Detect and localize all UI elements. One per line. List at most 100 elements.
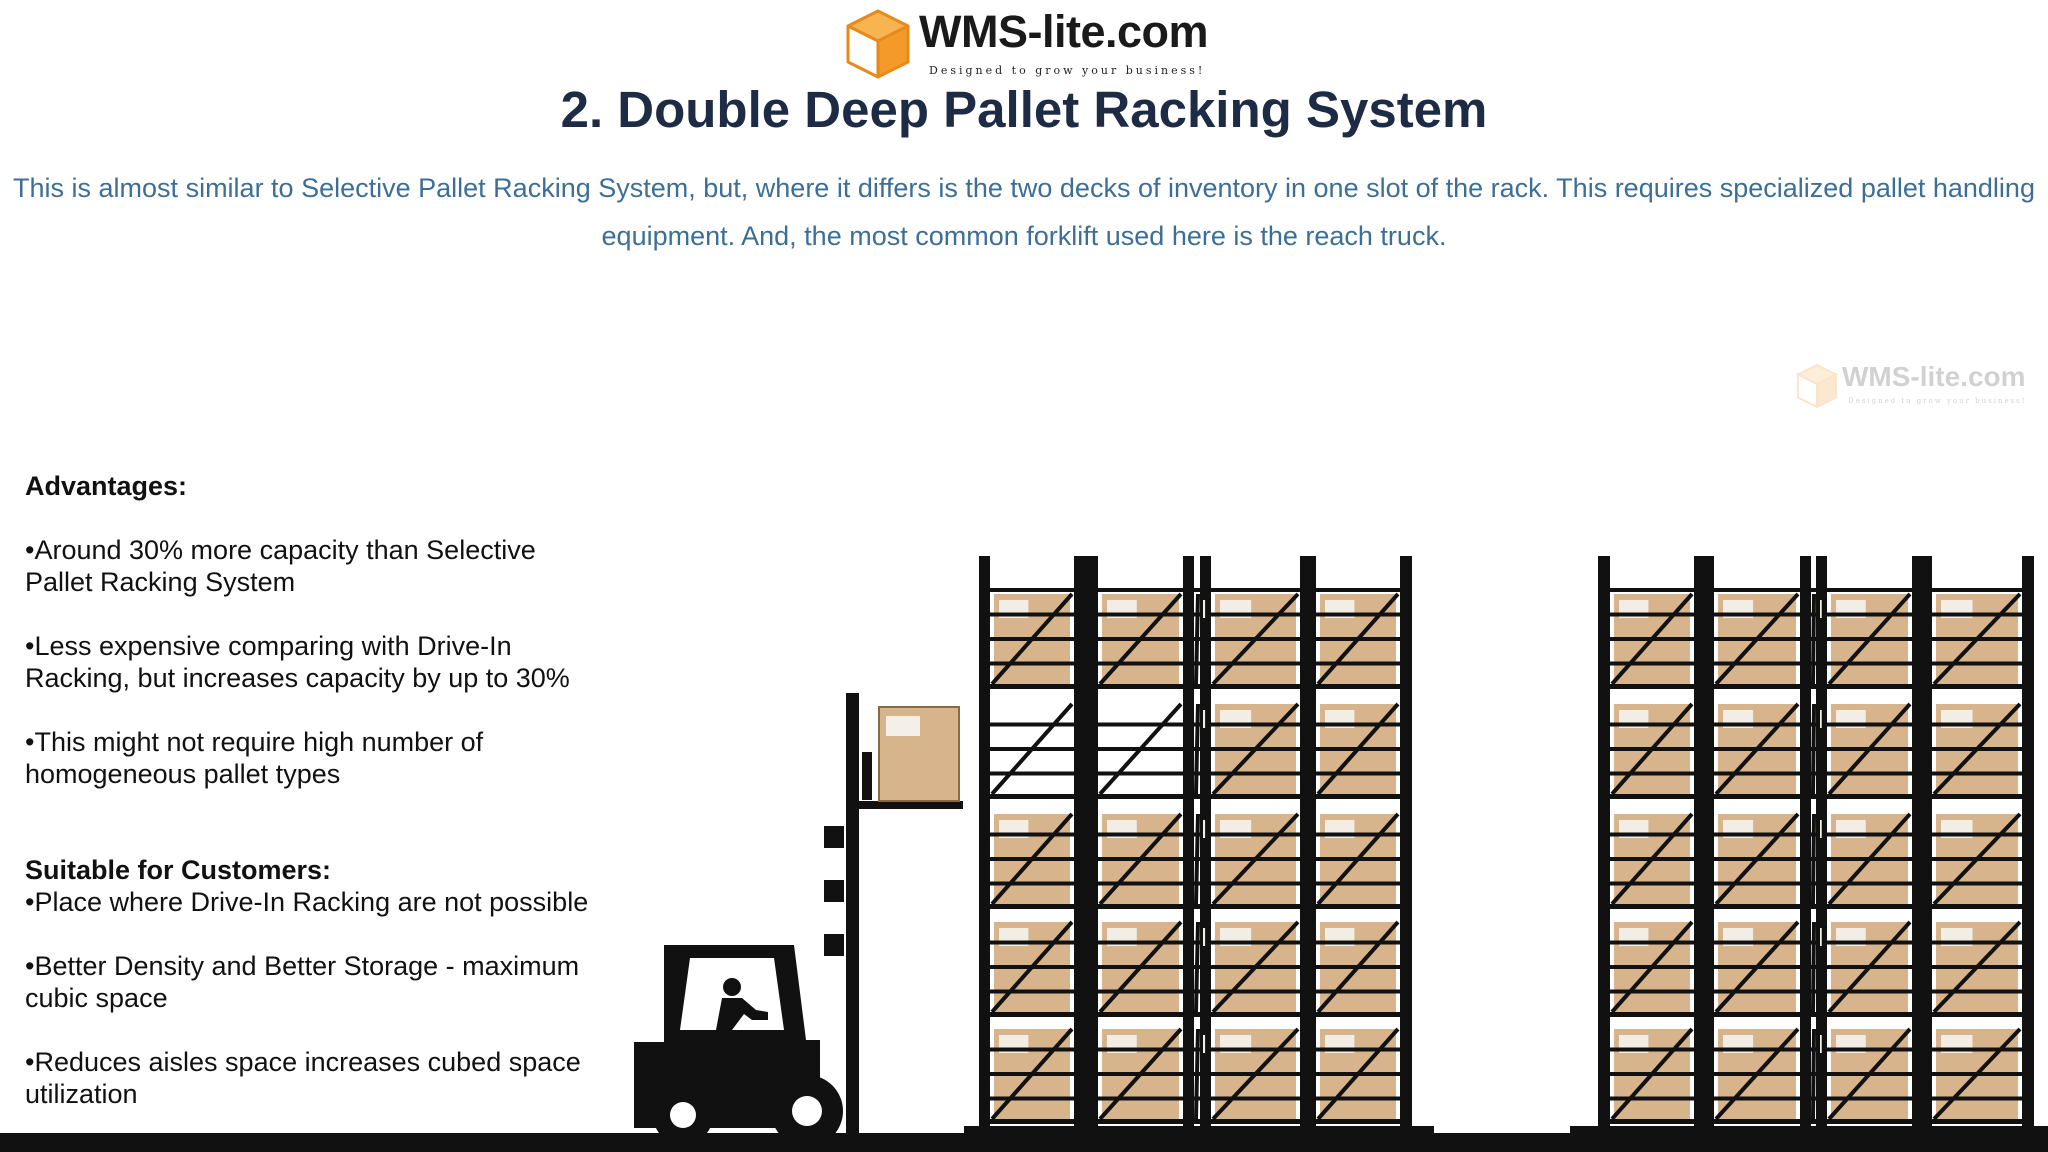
rack-beam	[1211, 1119, 1300, 1124]
box-label	[1203, 600, 1206, 618]
advantage-item: •Less expensive comparing with Drive-In …	[25, 631, 570, 693]
rack-beam	[1714, 794, 1800, 799]
rack-beam	[1211, 1012, 1300, 1017]
rack-rail	[1932, 1096, 2022, 1101]
rack-brace	[1610, 1027, 1694, 1121]
rack-rail	[1610, 989, 1694, 994]
box-label	[1203, 820, 1206, 838]
rack-rail	[1211, 771, 1300, 776]
logo-tagline: Designed to grow your business!	[929, 64, 1206, 77]
rack-beam	[1932, 588, 2022, 592]
rack-beam	[1194, 588, 1200, 592]
rack-brace	[990, 702, 1074, 796]
advantage-item: •This might not require high number of h…	[25, 727, 484, 789]
rack-rail	[1827, 989, 1912, 994]
rack-beam	[1714, 684, 1800, 689]
rack-beam	[1610, 588, 1694, 592]
rack-upright	[1074, 556, 1098, 1128]
rack-rail	[1211, 1096, 1300, 1101]
rack-beam	[1194, 1012, 1200, 1017]
box-label	[1203, 928, 1206, 946]
rack-brace	[1098, 920, 1183, 1014]
rack-rail	[1211, 832, 1300, 837]
rack-upright	[1912, 556, 1932, 1128]
rack-brace	[1316, 592, 1400, 686]
rack-beam	[1194, 794, 1200, 799]
suitable-item: •Reduces aisles space increases cubed sp…	[25, 1047, 581, 1109]
rack-beam	[1811, 588, 1816, 592]
rack-rail	[990, 612, 1074, 617]
rack-brace	[1098, 812, 1183, 906]
rack-beam	[1098, 588, 1183, 592]
rack-beam	[1098, 904, 1183, 909]
rack-beam	[1827, 1119, 1912, 1124]
rack-rail	[990, 832, 1074, 837]
rack-rail	[1316, 940, 1400, 945]
rack-rail	[1932, 1047, 2022, 1052]
rack-beam	[1827, 1012, 1912, 1017]
rack-rail	[1316, 1096, 1400, 1101]
page-title: 2. Double Deep Pallet Racking System	[560, 81, 1488, 138]
rack-beam	[1811, 1012, 1816, 1017]
rack-upright	[1598, 556, 1610, 1128]
rack-rail	[1098, 612, 1183, 617]
rack-beam	[1932, 1119, 2022, 1124]
rack-rail	[1827, 661, 1912, 666]
rack-beam	[1610, 904, 1694, 909]
rack-brace	[1610, 592, 1694, 686]
rack-beam	[1316, 904, 1400, 909]
rack-rail	[1610, 771, 1694, 776]
rack-rail	[1827, 722, 1912, 727]
rack-brace	[1714, 920, 1800, 1014]
rack-rail	[1610, 661, 1694, 666]
box-logo-icon	[846, 9, 910, 79]
rack-beam	[1811, 904, 1816, 909]
rack-rail	[1610, 881, 1694, 886]
rack-rail	[1827, 881, 1912, 886]
box-label	[1203, 710, 1206, 728]
rack-beam	[1211, 684, 1300, 689]
rack-beam	[1610, 1012, 1694, 1017]
rack-rail	[1932, 881, 2022, 886]
rack-beam	[1714, 1012, 1800, 1017]
rack-upright	[1200, 556, 1211, 1128]
rack-rail	[1714, 1047, 1800, 1052]
rack-brace	[1211, 592, 1300, 686]
rack-rail	[1316, 722, 1400, 727]
rack-beam	[1714, 588, 1800, 592]
rack-beam	[1316, 1012, 1400, 1017]
rack-rail	[1714, 612, 1800, 617]
rack-brace	[1811, 1028, 1816, 1120]
rack-rail	[1714, 661, 1800, 666]
rack-beam	[1211, 904, 1300, 909]
rack-rail	[990, 940, 1074, 945]
box-label	[1820, 1035, 1822, 1053]
rack-brace	[1211, 812, 1300, 906]
rack-rail	[990, 771, 1074, 776]
watermark-tagline: Designed to grow your business!	[1848, 397, 2027, 405]
advantage-item: •Around 30% more capacity than Selective…	[25, 535, 536, 597]
rack-rail	[1098, 989, 1183, 994]
rack-upright	[1800, 556, 1811, 1128]
rack-brace	[1932, 1027, 2022, 1121]
rack-beam	[1316, 684, 1400, 689]
rack-brace	[1714, 1027, 1800, 1121]
intro-paragraph: This is almost similar to Selective Pall…	[13, 173, 2035, 251]
rack-rail	[1316, 1047, 1400, 1052]
rack-brace	[1316, 1027, 1400, 1121]
rack-beam	[1932, 794, 2022, 799]
rack-brace	[1610, 812, 1694, 906]
rack-upright	[1816, 556, 1827, 1128]
box-logo-icon	[1796, 363, 1838, 409]
rack-beam	[990, 794, 1074, 799]
rack-brace	[1827, 920, 1912, 1014]
rack-brace	[1316, 920, 1400, 1014]
rack-rail	[1932, 832, 2022, 837]
rack-rail	[1211, 989, 1300, 994]
rack-brace	[1610, 920, 1694, 1014]
rack-brace	[1827, 702, 1912, 796]
rack-upright	[1183, 556, 1194, 1128]
rack-rail	[1932, 940, 2022, 945]
rack-rail	[1714, 989, 1800, 994]
